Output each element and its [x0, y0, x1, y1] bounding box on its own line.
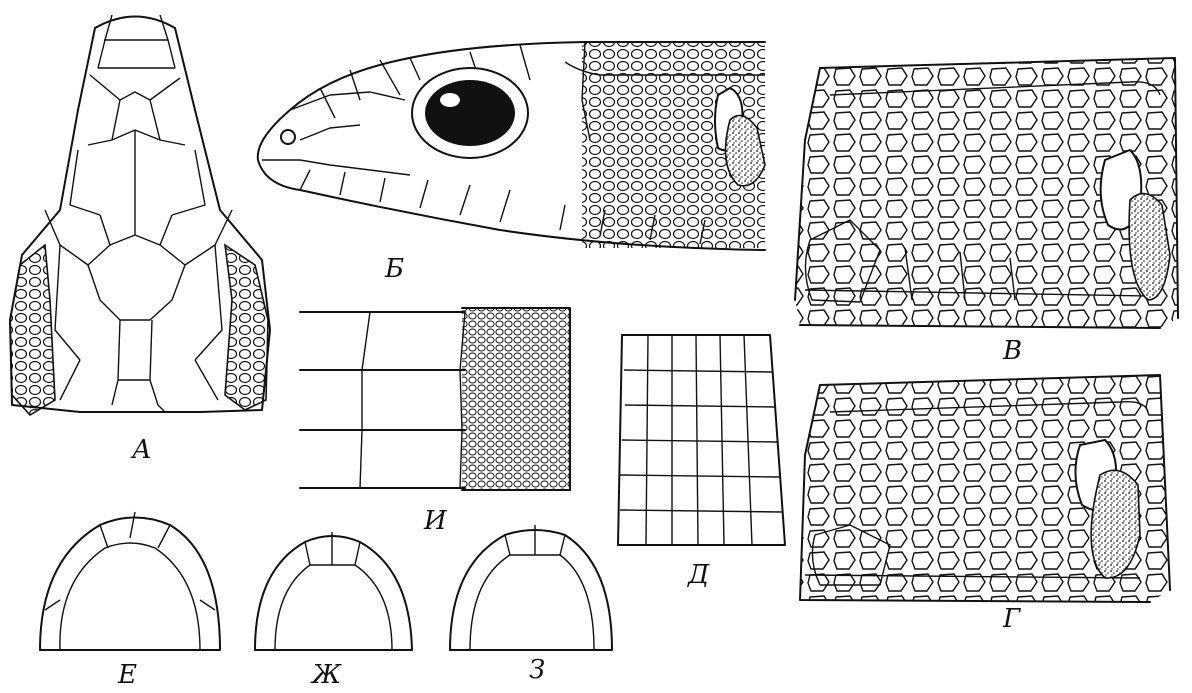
label-D: Д: [688, 562, 709, 588]
label-I: И: [424, 508, 447, 534]
temporal-region-view-G: [800, 375, 1170, 602]
snout-profile-E: [40, 512, 220, 650]
label-G: Г: [1003, 606, 1020, 632]
label-Z: З: [529, 657, 545, 683]
ventral-scales-D: [618, 335, 785, 545]
label-V: В: [1003, 338, 1022, 364]
scales-detail-I: [300, 308, 570, 490]
label-A: А: [132, 437, 152, 463]
temporal-region-view-V: [795, 58, 1178, 328]
head-lateral-view: [258, 42, 765, 250]
label-Zh: Ж: [312, 662, 341, 688]
snout-profile-Zh: [255, 532, 412, 650]
label-E: Е: [118, 662, 137, 688]
snout-profile-Z: [450, 525, 612, 650]
head-dorsal-view: [10, 15, 270, 415]
label-B: Б: [385, 256, 404, 282]
